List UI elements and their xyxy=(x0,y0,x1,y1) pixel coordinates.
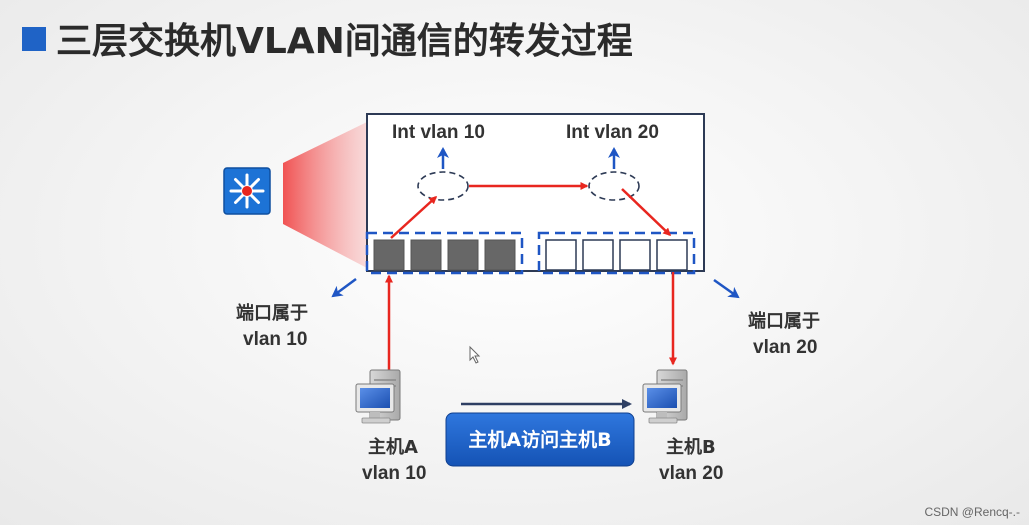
flow-badge xyxy=(445,412,635,467)
svi-vlan20-label: Int vlan 20 xyxy=(566,122,659,143)
host-a-vlan: vlan 10 xyxy=(362,463,426,484)
port-vlan10-label-line2: vlan 10 xyxy=(243,329,307,350)
ports-vlan20 xyxy=(545,239,688,271)
mouse-cursor-icon xyxy=(469,345,481,364)
computer-icon xyxy=(355,369,401,424)
path-port-to-svi10 xyxy=(390,195,438,239)
switch-port xyxy=(619,239,651,271)
host-b-name: 主机B xyxy=(666,436,716,458)
switch-port xyxy=(373,239,405,271)
port-vlan20-label-line2: vlan 20 xyxy=(753,337,817,358)
watermark: CSDN @Rencq-.- xyxy=(924,505,1020,519)
slide-title: 三层交换机VLAN间通信的转发过程 xyxy=(56,20,633,62)
host-a-name: 主机A xyxy=(368,436,418,458)
multilayer-switch-icon xyxy=(223,167,271,215)
switch-port xyxy=(410,239,442,271)
svi-vlan20-interface xyxy=(588,171,640,201)
port-vlan20-pointer-arrow xyxy=(713,278,740,299)
port-group-vlan20 xyxy=(537,231,696,275)
switch-port xyxy=(656,239,688,271)
flow-badge-label: 主机A访问主机B xyxy=(468,428,611,451)
title-bullet xyxy=(22,27,46,51)
zoom-projection-cone xyxy=(283,122,367,268)
port-group-vlan10 xyxy=(365,231,524,275)
ports-vlan10 xyxy=(373,239,516,271)
svi-vlan10-interface xyxy=(417,171,469,201)
port-vlan20-label-line1: 端口属于 xyxy=(748,311,820,332)
port-vlan10-pointer-arrow xyxy=(331,277,357,298)
switch-port xyxy=(582,239,614,271)
port-vlan10-label-line1: 端口属于 xyxy=(236,303,308,324)
host-b-vlan: vlan 20 xyxy=(659,463,723,484)
switch-port xyxy=(545,239,577,271)
computer-icon xyxy=(642,369,688,424)
switch-port xyxy=(484,239,516,271)
path-svi20-to-port xyxy=(621,188,672,237)
svi-vlan10-label: Int vlan 10 xyxy=(392,122,485,143)
switch-port xyxy=(447,239,479,271)
forwarding-path xyxy=(385,182,677,370)
